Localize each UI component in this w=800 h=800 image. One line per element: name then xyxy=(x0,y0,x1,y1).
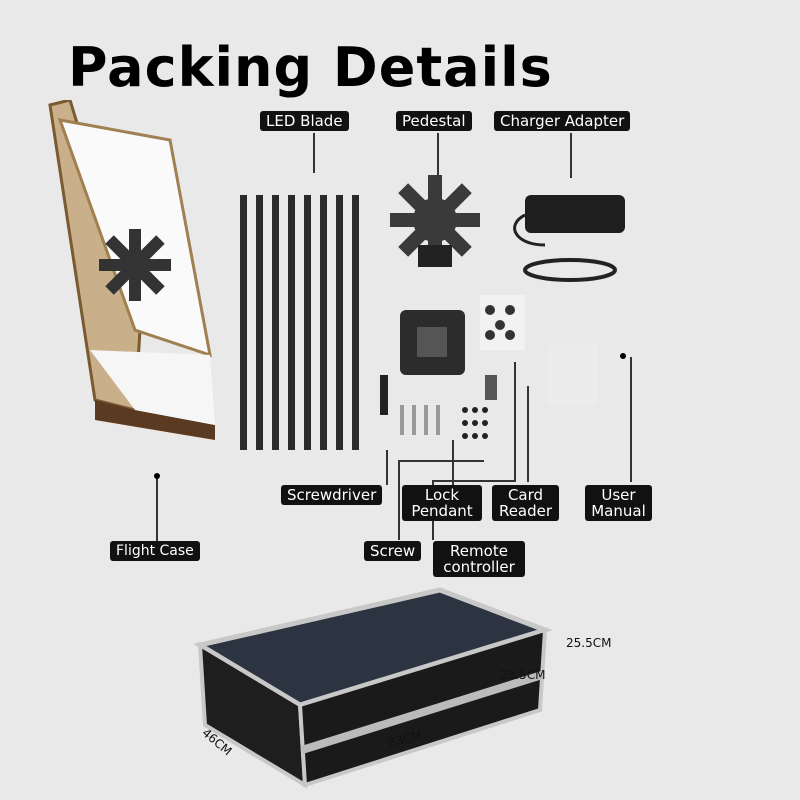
label-user-manual: User Manual xyxy=(585,485,652,521)
user-manual-illustration xyxy=(548,345,598,405)
dimension-height-inner: 23.5CM xyxy=(500,668,546,682)
accessories-illustration xyxy=(380,295,525,439)
label-screwdriver: Screwdriver xyxy=(281,485,383,505)
dimension-height-outer: 25.5CM xyxy=(566,636,612,650)
label-pedestal: Pedestal xyxy=(396,111,472,131)
page-title: Packing Details xyxy=(68,36,553,99)
charger-adapter-illustration xyxy=(513,195,625,282)
label-screw: Screw xyxy=(364,541,422,561)
closed-flight-case-illustration xyxy=(193,587,553,789)
label-lock-pendant: Lock Pendant xyxy=(402,485,482,521)
label-led-blade: LED Blade xyxy=(260,111,349,131)
label-remote-controller: Remote controller xyxy=(433,541,525,577)
pedestal-illustration xyxy=(390,175,480,267)
led-blades-illustration xyxy=(240,195,359,450)
open-flight-case-illustration xyxy=(48,100,215,440)
label-flight-case: Flight Case xyxy=(110,541,200,561)
label-charger-adapter: Charger Adapter xyxy=(494,111,631,131)
label-card-reader: Card Reader xyxy=(492,485,559,521)
